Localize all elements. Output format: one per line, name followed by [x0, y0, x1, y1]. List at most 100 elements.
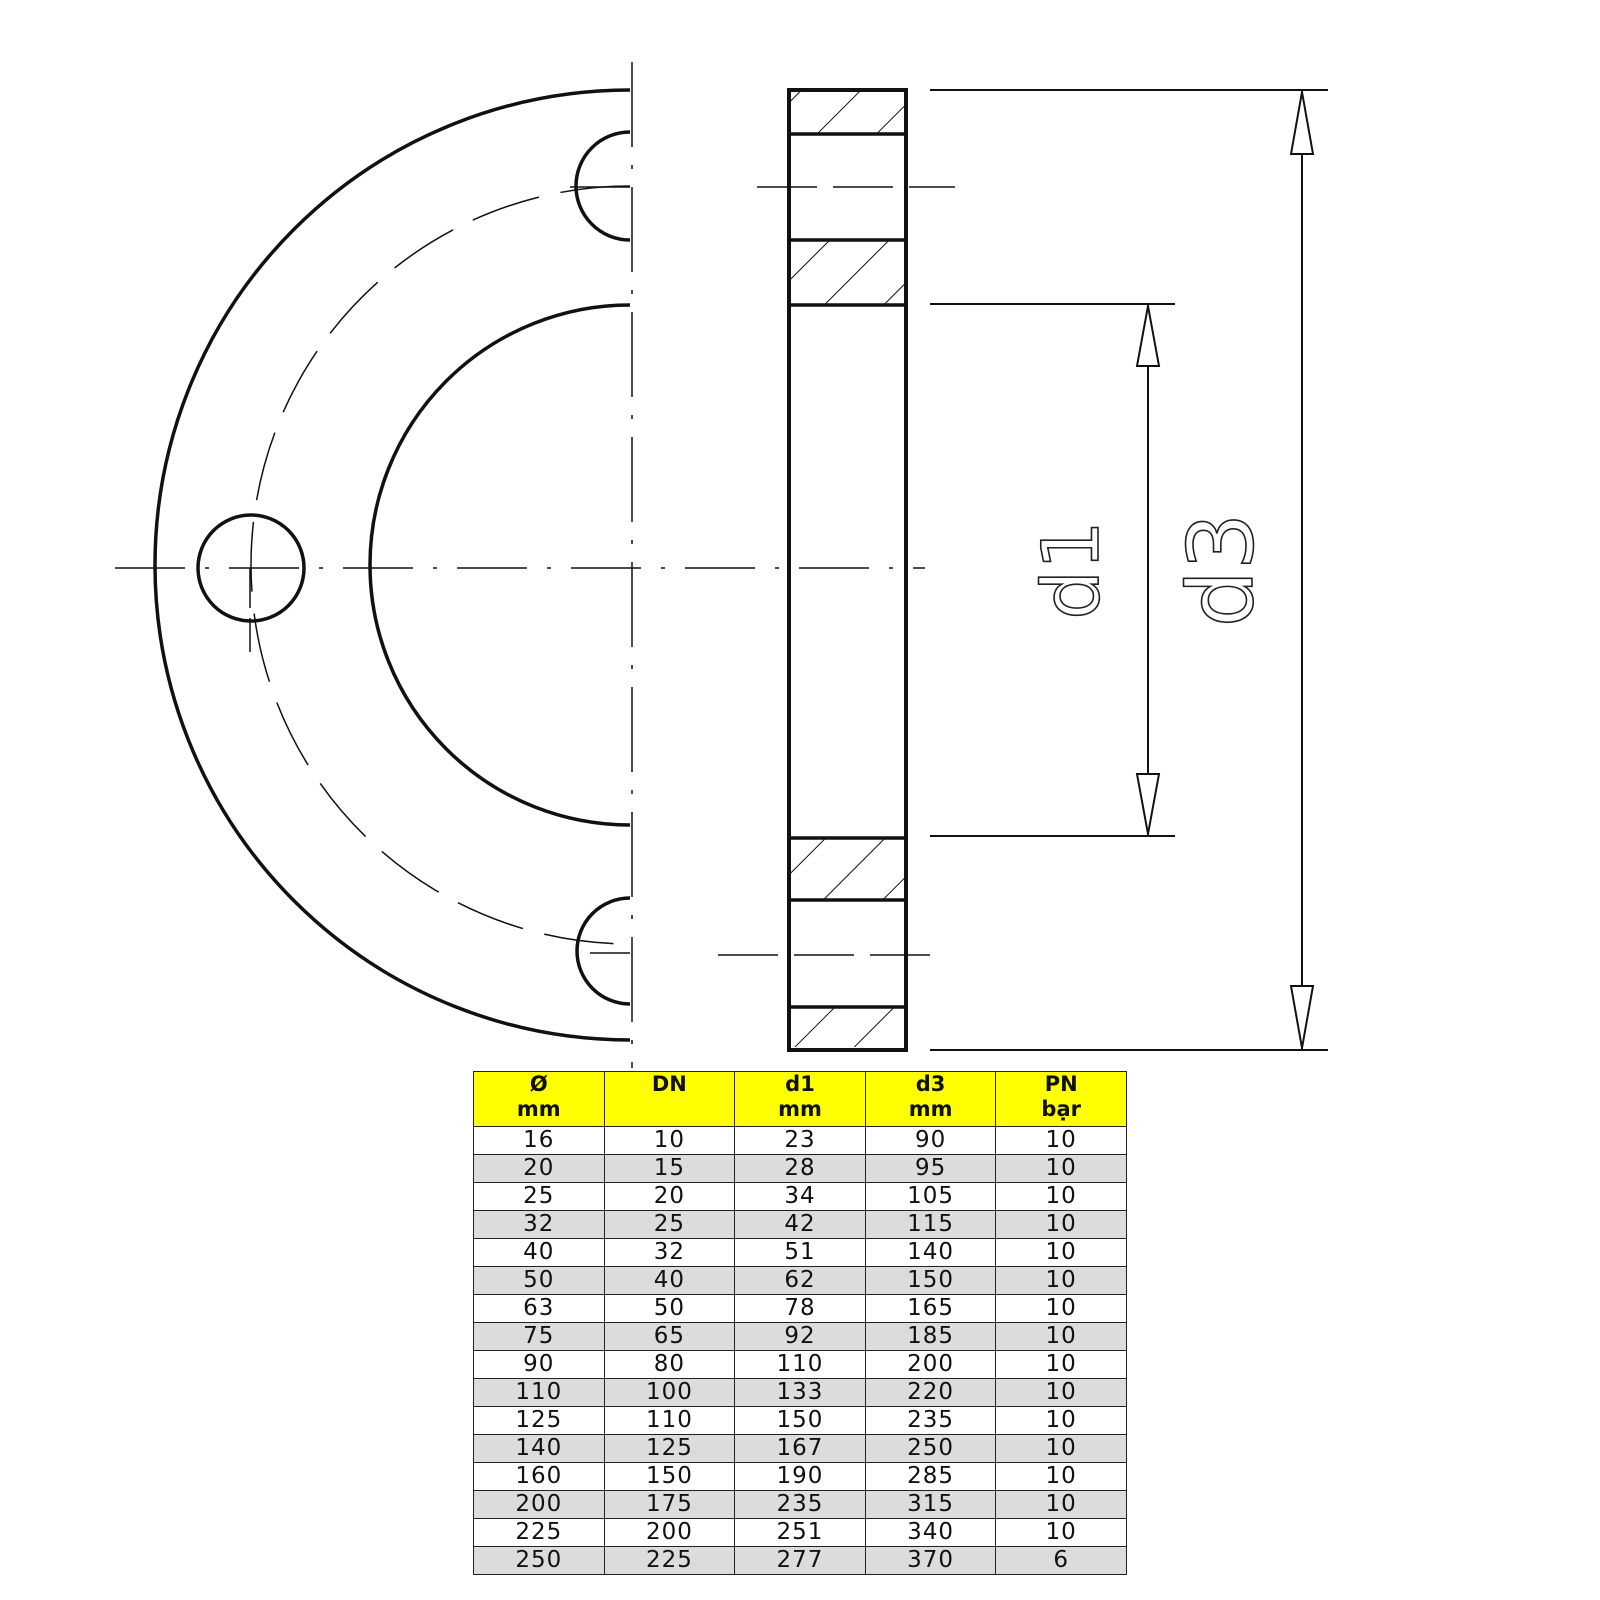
- table-cell: 20: [473, 1154, 605, 1183]
- table-cell: 285: [864, 1462, 997, 1491]
- table-cell: 80: [603, 1350, 736, 1379]
- table-cell: 10: [995, 1434, 1127, 1463]
- table-cell: 340: [864, 1518, 997, 1547]
- table-cell: 125: [473, 1406, 605, 1435]
- table-cell: 250: [473, 1546, 605, 1575]
- table-cell: 150: [864, 1266, 997, 1295]
- table-cell: 125: [603, 1434, 736, 1463]
- table-cell: 10: [995, 1378, 1127, 1407]
- table-cell: 10: [995, 1462, 1127, 1491]
- table-cell: 51: [734, 1238, 866, 1267]
- table-cell: 75: [473, 1322, 605, 1351]
- table-cell: 167: [734, 1434, 866, 1463]
- table-cell: 32: [473, 1210, 605, 1239]
- bolt-hole-middle: [196, 513, 306, 623]
- table-cell: 251: [734, 1518, 866, 1547]
- d3-arrow-bottom: [1289, 985, 1315, 1049]
- table-cell: 65: [603, 1322, 736, 1351]
- table-cell: 10: [995, 1406, 1127, 1435]
- front-view: [153, 62, 633, 1068]
- table-cell: 34: [734, 1182, 866, 1211]
- table-cell: 10: [995, 1350, 1127, 1379]
- table-cell: 225: [473, 1518, 605, 1547]
- table-cell: 200: [603, 1518, 736, 1547]
- table-cell: 175: [603, 1490, 736, 1519]
- table-cell: 200: [864, 1350, 997, 1379]
- table-cell: 28: [734, 1154, 866, 1183]
- table-cell: 105: [864, 1182, 997, 1211]
- table-cell: 235: [864, 1406, 997, 1435]
- table-cell: 50: [603, 1294, 736, 1323]
- table-cell: 20: [603, 1182, 736, 1211]
- table-cell: 10: [995, 1126, 1127, 1155]
- header-dn: DN: [603, 1071, 736, 1127]
- table-cell: 40: [603, 1266, 736, 1295]
- flange-drawing: d1 d3: [115, 62, 1328, 1068]
- table-cell: 50: [473, 1266, 605, 1295]
- table-cell: 185: [864, 1322, 997, 1351]
- outer-circle-arc: [153, 88, 631, 1042]
- table-cell: 23: [734, 1126, 866, 1155]
- table-cell: 110: [473, 1378, 605, 1407]
- table-cell: 10: [995, 1238, 1127, 1267]
- table-cell: 6: [995, 1546, 1127, 1575]
- table-cell: 160: [473, 1462, 605, 1491]
- table-cell: 10: [995, 1518, 1127, 1547]
- table-cell: 40: [473, 1238, 605, 1267]
- table-cell: 92: [734, 1322, 866, 1351]
- table-cell: 25: [603, 1210, 736, 1239]
- bore-arc: [368, 303, 631, 827]
- table-cell: 225: [603, 1546, 736, 1575]
- table-cell: 25: [473, 1182, 605, 1211]
- table-cell: 100: [603, 1378, 736, 1407]
- table-cell: 220: [864, 1378, 997, 1407]
- table-cell: 10: [995, 1154, 1127, 1183]
- table-cell: 10: [995, 1490, 1127, 1519]
- table-cell: 277: [734, 1546, 866, 1575]
- table-cell: 150: [734, 1406, 866, 1435]
- table-cell: 95: [864, 1154, 997, 1183]
- table-cell: 10: [995, 1266, 1127, 1295]
- table-cell: 32: [603, 1238, 736, 1267]
- table-cell: 165: [864, 1294, 997, 1323]
- table-cell: 190: [734, 1462, 866, 1491]
- table-cell: 10: [995, 1294, 1127, 1323]
- table-cell: 10: [995, 1182, 1127, 1211]
- table-cell: 90: [473, 1350, 605, 1379]
- table-cell: 78: [734, 1294, 866, 1323]
- table-cell: 370: [864, 1546, 997, 1575]
- d1-arrow-top: [1135, 305, 1161, 367]
- section-view: [718, 88, 955, 1052]
- section-outline: [787, 88, 908, 1052]
- table-cell: 63: [473, 1294, 605, 1323]
- table-cell: 150: [603, 1462, 736, 1491]
- table-cell: 16: [473, 1126, 605, 1155]
- table-cell: 235: [734, 1490, 866, 1519]
- table-cell: 315: [864, 1490, 997, 1519]
- table-cell: 200: [473, 1490, 605, 1519]
- dimension-lines: [930, 89, 1328, 1051]
- d3-arrow-top: [1289, 91, 1315, 155]
- table-cell: 15: [603, 1154, 736, 1183]
- table-cell: 115: [864, 1210, 997, 1239]
- table-cell: 90: [864, 1126, 997, 1155]
- table-cell: 110: [734, 1350, 866, 1379]
